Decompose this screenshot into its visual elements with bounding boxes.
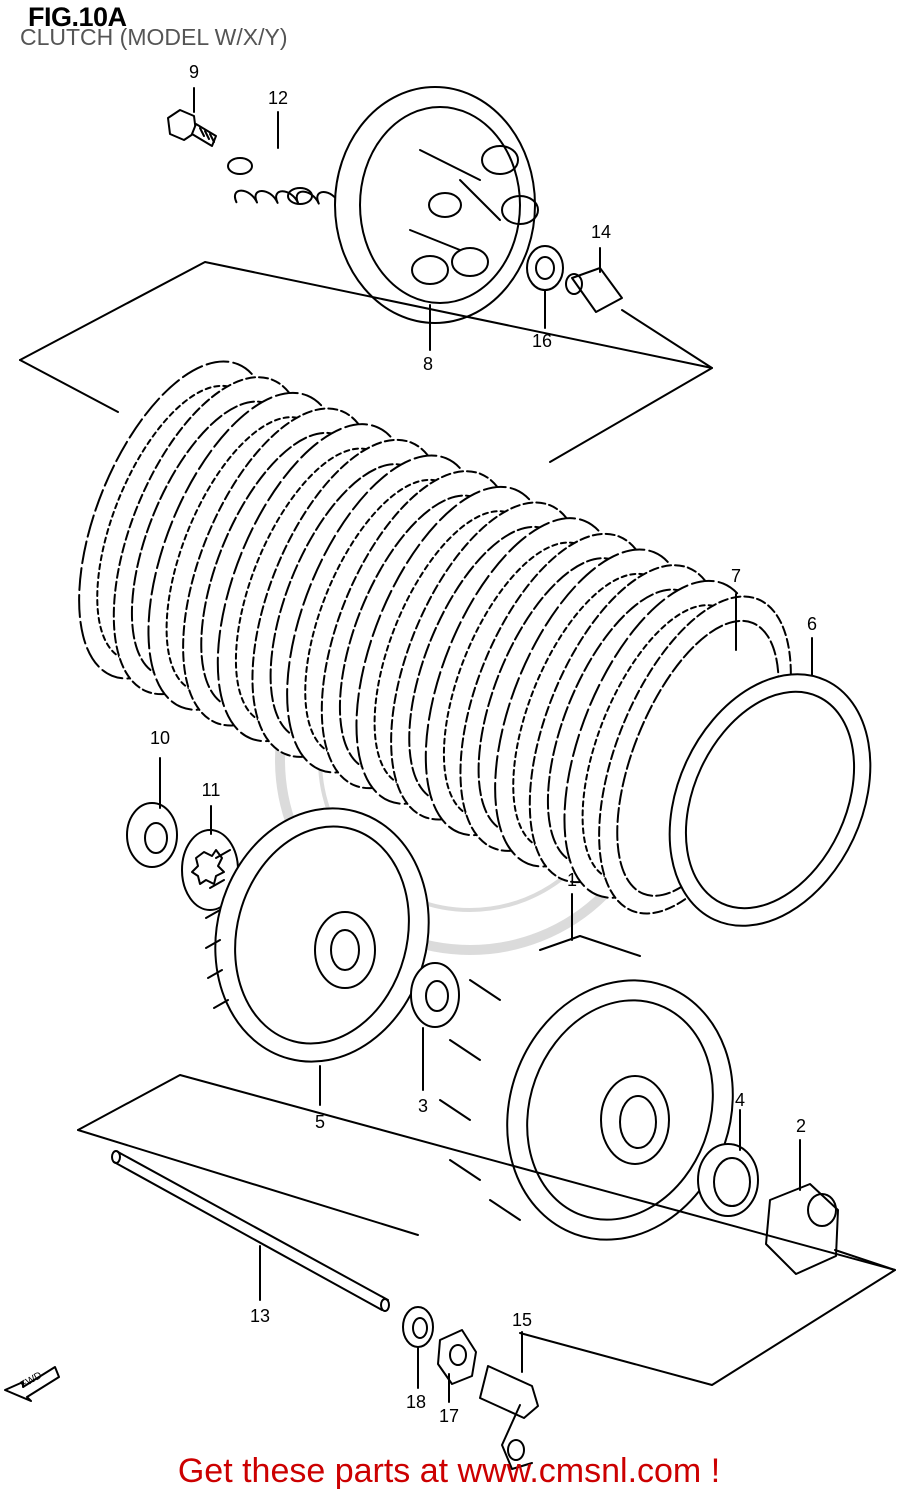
figure-title: FIG.10A <box>28 2 127 32</box>
callout-11[interactable]: 11 <box>201 780 221 800</box>
callout-1[interactable]: 1 <box>566 870 578 890</box>
callout-4[interactable]: 4 <box>734 1090 746 1110</box>
part-8-pressure-plate <box>334 86 539 324</box>
part-5-sleeve-hub <box>205 807 430 1063</box>
part-18-oil-seal <box>402 1306 434 1348</box>
callout-9[interactable]: 9 <box>188 62 200 82</box>
callout-16[interactable]: 16 <box>531 331 553 351</box>
part-2-spacer <box>765 1183 839 1275</box>
callout-12[interactable]: 12 <box>267 88 289 108</box>
callout-14[interactable]: 14 <box>590 222 612 242</box>
figure-subtitle: CLUTCH (MODEL W/X/Y) <box>20 24 288 50</box>
callout-3[interactable]: 3 <box>417 1096 429 1116</box>
clutch-plate-stack <box>78 360 792 915</box>
part-14-lifter <box>565 267 713 369</box>
part-15-release-shaft <box>479 1365 539 1470</box>
callout-8[interactable]: 8 <box>422 354 434 374</box>
part-4-needle-bearing <box>697 1143 759 1217</box>
part-6-ring <box>668 673 872 927</box>
part-16-bearing <box>526 245 564 291</box>
callout-6[interactable]: 6 <box>806 614 818 634</box>
callout-13[interactable]: 13 <box>249 1306 271 1326</box>
callout-15[interactable]: 15 <box>511 1310 533 1330</box>
fwd-arrow-icon <box>4 1366 60 1402</box>
footer-link-text[interactable]: Get these parts at www.cmsnl.com ! <box>177 1452 721 1490</box>
callout-5[interactable]: 5 <box>314 1112 326 1132</box>
part-13-push-rod <box>111 1150 390 1312</box>
callout-17[interactable]: 17 <box>438 1406 460 1426</box>
part-9-bolt <box>167 109 217 147</box>
part-10-nut <box>126 802 178 868</box>
part-17-bearing <box>437 1329 477 1385</box>
callout-10[interactable]: 10 <box>149 728 171 748</box>
callout-7[interactable]: 7 <box>730 566 742 586</box>
part-1-clutch-housing <box>439 935 734 1241</box>
part-12-spring <box>227 157 341 205</box>
part-3-thrust-washer <box>410 962 460 1028</box>
callout-18[interactable]: 18 <box>405 1392 427 1412</box>
plate-pack-outline <box>19 261 713 463</box>
callout-2[interactable]: 2 <box>795 1116 807 1136</box>
